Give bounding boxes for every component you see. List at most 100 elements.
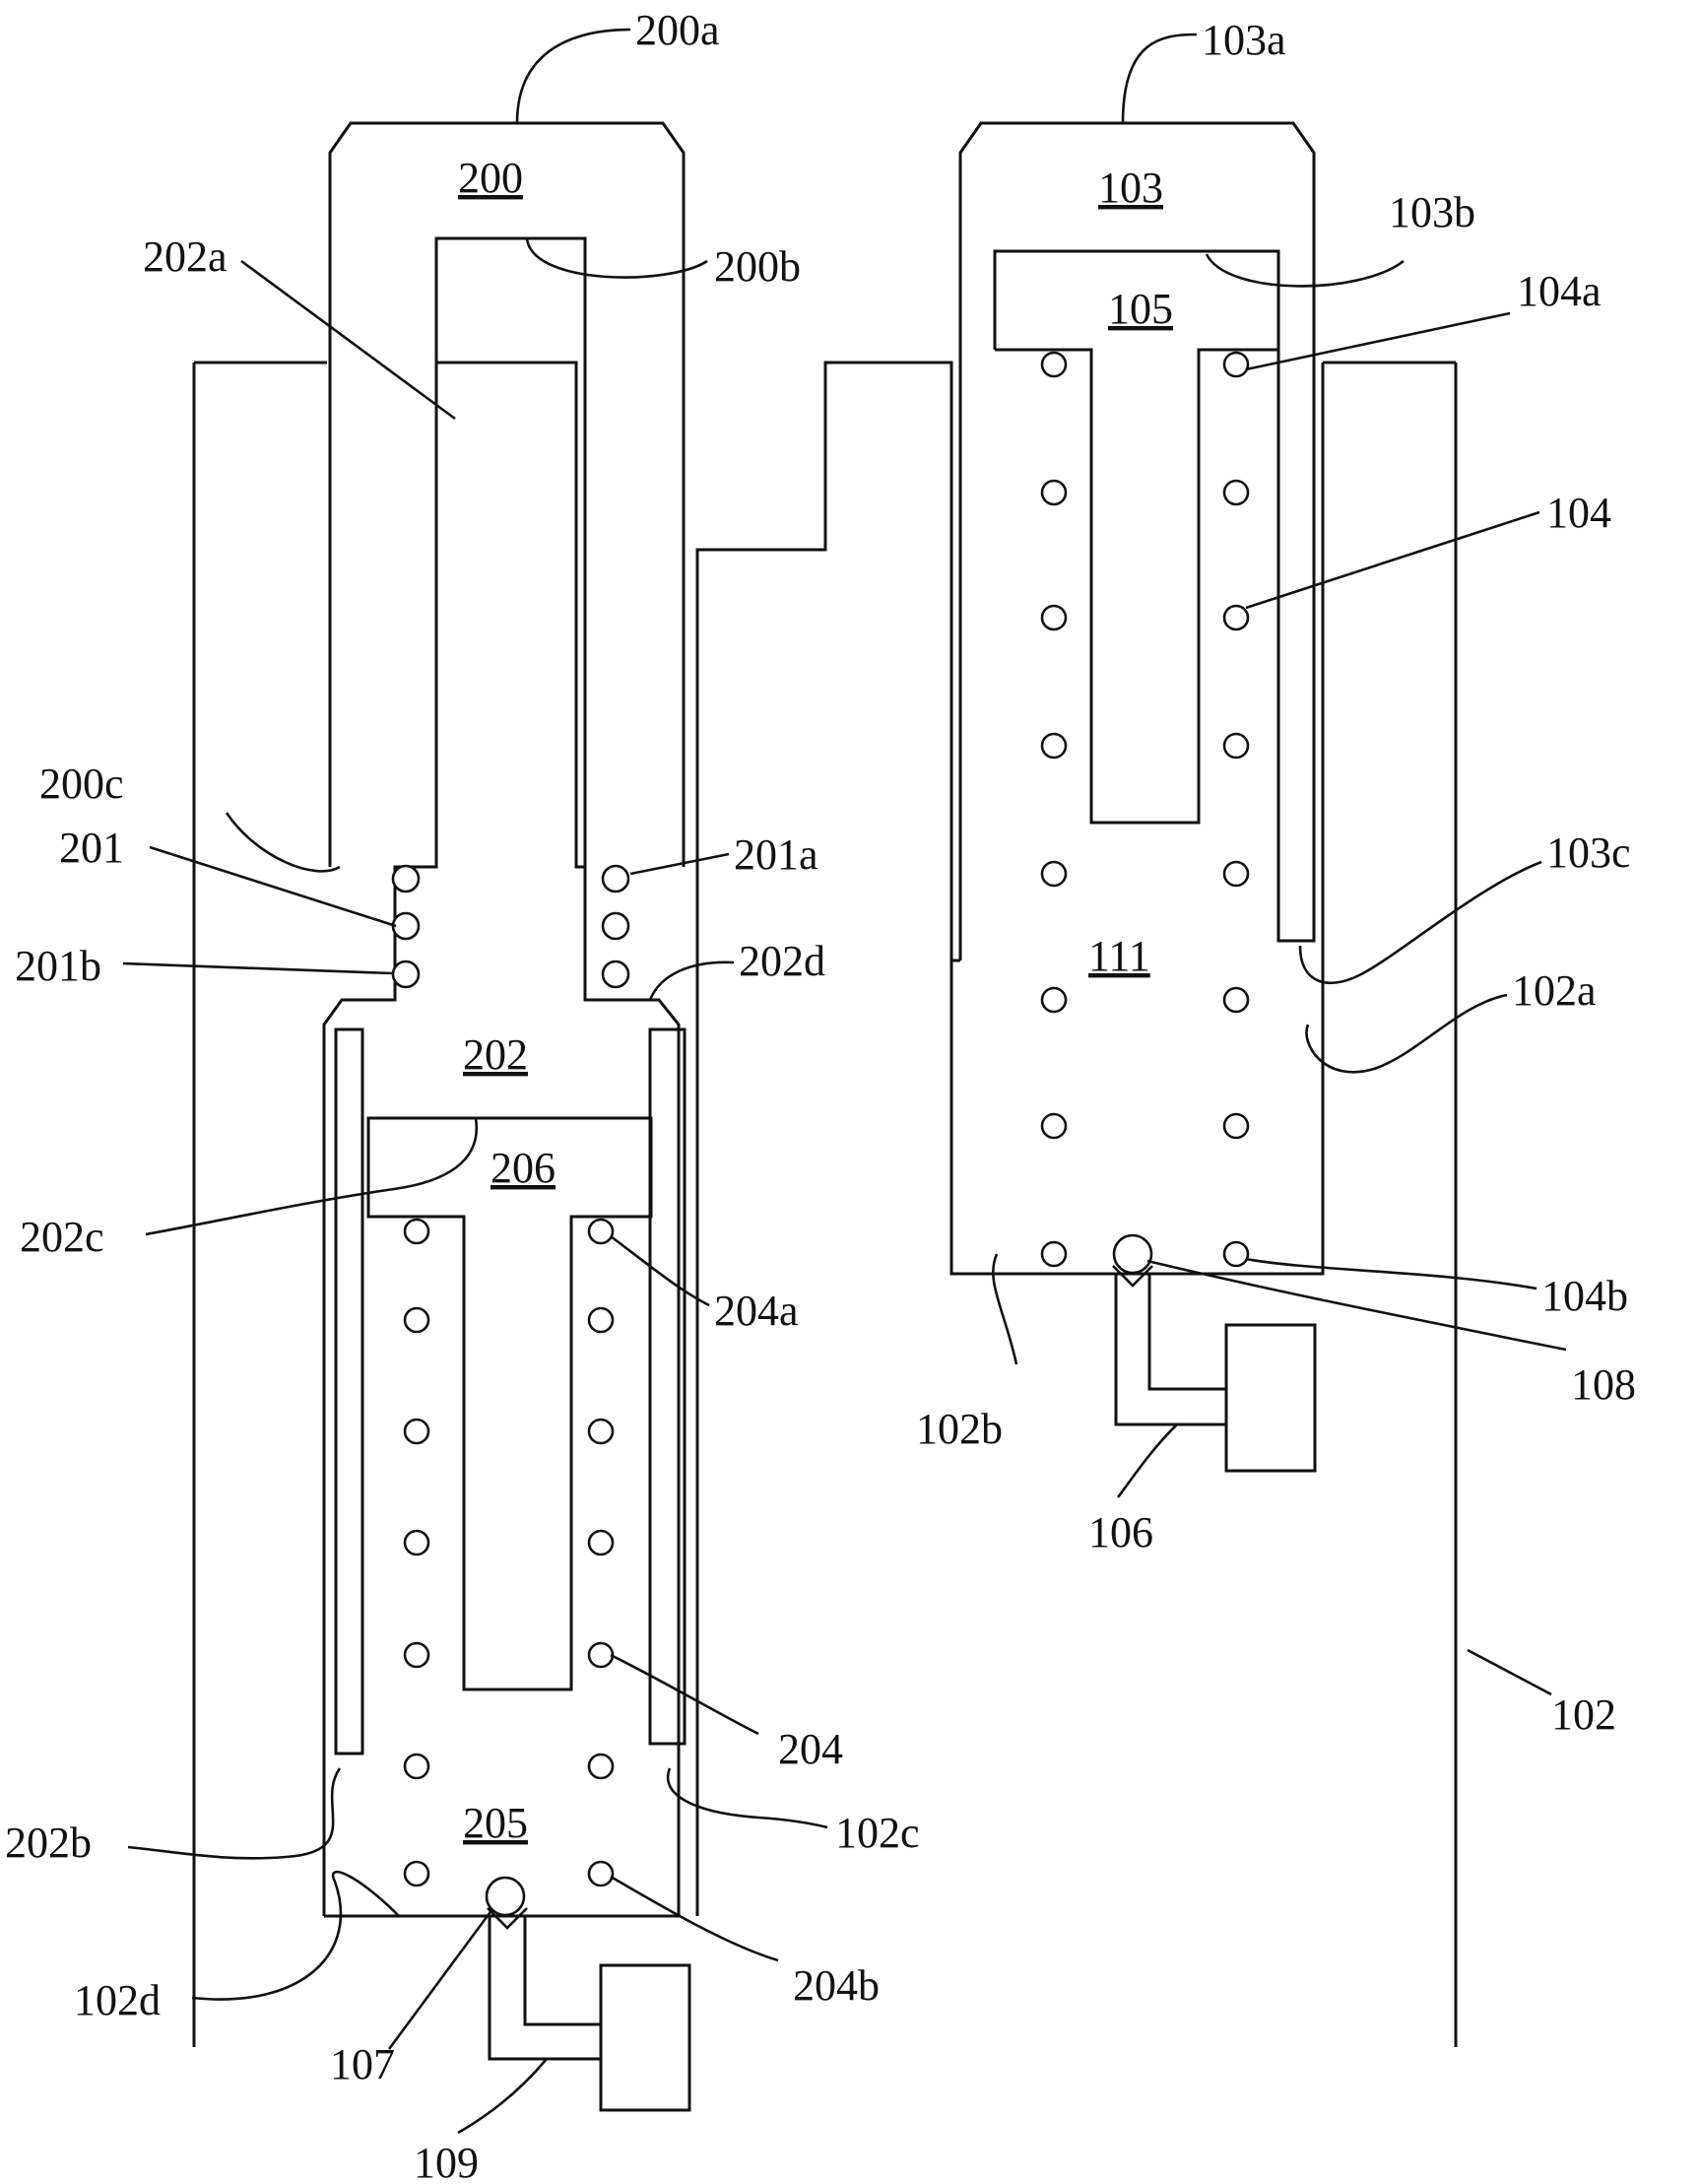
cap-200-inner-slot	[436, 238, 585, 867]
spring-104-coil	[1224, 862, 1248, 886]
label-102d: 102d	[74, 1976, 161, 2024]
spring-201-coil	[393, 961, 419, 987]
leader-103c	[1300, 862, 1541, 983]
leader-102d	[192, 1872, 399, 1999]
label-205: 205	[463, 1799, 528, 1847]
leader-201a	[630, 854, 729, 874]
spring-104-coil	[1042, 481, 1066, 504]
spring-104-coil	[1224, 1114, 1248, 1138]
label-107: 107	[330, 2040, 395, 2088]
leader-200b	[527, 238, 707, 278]
label-204b: 204b	[793, 1961, 880, 2010]
line-109	[490, 1916, 601, 2059]
spring-104	[1042, 353, 1248, 1266]
spring-204-coil	[589, 1862, 613, 1886]
label-103: 103	[1098, 164, 1163, 212]
leader-204b	[611, 1877, 778, 1960]
label-109: 109	[414, 2139, 479, 2184]
spring-204-coil	[405, 1220, 428, 1243]
label-200b: 200b	[714, 242, 801, 291]
leader-202d	[650, 962, 734, 1000]
spring-104-coil	[1042, 1242, 1066, 1266]
spring-204-coil	[589, 1643, 613, 1667]
spring-204-coil	[405, 1420, 428, 1443]
label-202c: 202c	[20, 1213, 104, 1261]
label-202b: 202b	[5, 1819, 92, 1867]
label-102c: 102c	[835, 1809, 920, 1857]
spring-104-coil	[1224, 606, 1248, 629]
cap-103	[960, 123, 1314, 960]
housing-inner-profile	[697, 363, 1323, 1916]
piston-111-outline	[951, 941, 1323, 1274]
spring-201	[393, 866, 628, 987]
label-102b: 102b	[916, 1405, 1003, 1453]
valve-108-ball	[1114, 1235, 1151, 1273]
leader-107	[389, 1909, 492, 2049]
spring-104-coil	[1224, 353, 1248, 376]
leader-104	[1246, 512, 1539, 608]
leader-103a	[1123, 34, 1197, 123]
label-201: 201	[59, 824, 124, 872]
spring-104-coil	[1224, 1242, 1248, 1266]
spring-104-coil	[1042, 606, 1066, 629]
label-103a: 103a	[1202, 16, 1286, 64]
label-108: 108	[1571, 1360, 1636, 1409]
spring-201-coil	[393, 913, 419, 939]
spring-204-coil	[589, 1754, 613, 1778]
label-105: 105	[1108, 285, 1173, 333]
piston-202	[324, 363, 685, 1916]
label-200a: 200a	[635, 6, 720, 54]
label-103b: 103b	[1389, 188, 1475, 236]
leader-102a	[1307, 995, 1507, 1072]
leader-204a	[611, 1236, 709, 1305]
leader-104a	[1246, 313, 1510, 369]
spring-104-coil	[1042, 862, 1066, 886]
spring-201-coil	[603, 913, 628, 939]
spring-seat-206	[368, 1118, 651, 1689]
leader-106	[1118, 1424, 1177, 1497]
label-202: 202	[463, 1030, 528, 1079]
leader-102	[1468, 1650, 1551, 1694]
label-111: 111	[1088, 932, 1150, 980]
box-106	[1226, 1325, 1315, 1471]
piston-111	[951, 251, 1323, 1274]
cap-200-outline	[330, 123, 684, 867]
spring-204-coil	[405, 1308, 428, 1332]
spring-104-coil	[1042, 353, 1066, 376]
spring-104-coil	[1224, 481, 1248, 504]
spring-104-coil	[1042, 734, 1066, 758]
spring-204-coil	[405, 1531, 428, 1555]
spring-204-coil	[405, 1643, 428, 1667]
spring-204-coil	[405, 1862, 428, 1886]
label-200c: 200c	[39, 760, 124, 808]
leader-201b	[123, 963, 392, 973]
label-206: 206	[491, 1144, 556, 1192]
label-204a: 204a	[714, 1287, 799, 1335]
spring-201-coil	[603, 961, 628, 987]
leader-102c	[668, 1768, 827, 1827]
leader-103b	[1207, 254, 1404, 286]
label-102: 102	[1551, 1690, 1616, 1739]
box-109	[601, 1965, 689, 2110]
spring-204	[405, 1220, 613, 1886]
label-103c: 103c	[1546, 828, 1631, 877]
label-104b: 104b	[1541, 1272, 1628, 1320]
label-201a: 201a	[734, 830, 818, 879]
leader-200a	[517, 30, 630, 123]
spring-201-coil	[603, 866, 628, 892]
spring-204-coil	[589, 1220, 613, 1243]
leader-102b	[993, 1254, 1016, 1364]
piston-202-skirt-left	[336, 1029, 362, 1754]
valve-107	[487, 1878, 689, 2110]
line-106	[1116, 1274, 1226, 1424]
spring-204-coil	[589, 1420, 613, 1443]
label-201b: 201b	[15, 942, 101, 990]
label-202d: 202d	[739, 937, 825, 985]
spring-204-coil	[405, 1754, 428, 1778]
label-204: 204	[778, 1725, 843, 1773]
housing-102	[194, 363, 1456, 2047]
spring-104-coil	[1042, 988, 1066, 1012]
label-106: 106	[1088, 1508, 1153, 1556]
label-202a: 202a	[143, 232, 228, 281]
spring-104-coil	[1042, 1114, 1066, 1138]
